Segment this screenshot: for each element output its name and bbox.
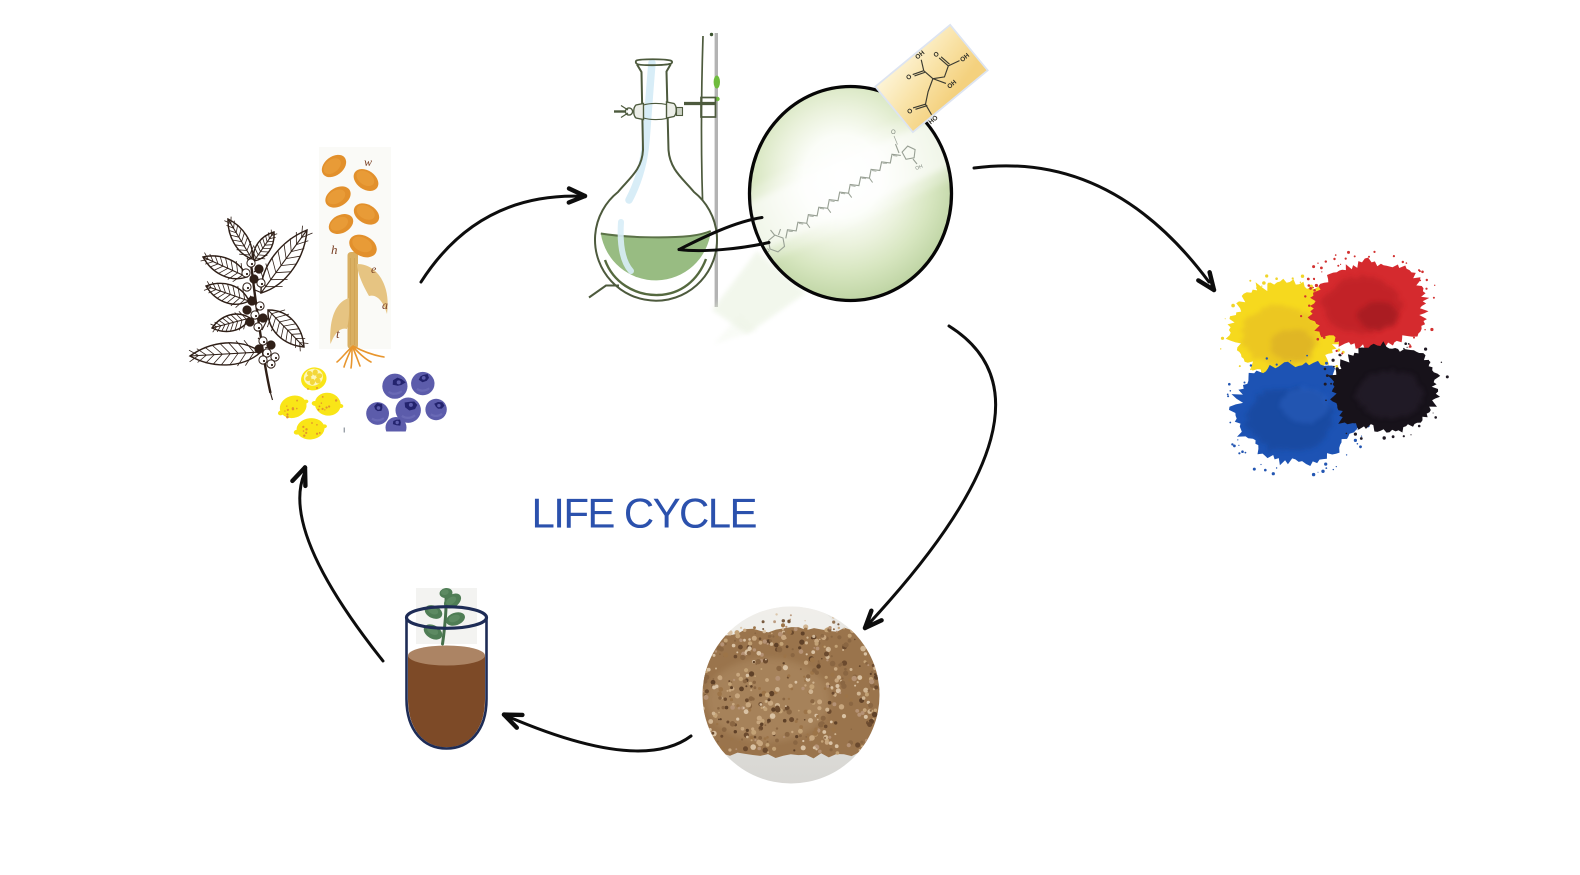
svg-text:O: O <box>891 130 896 136</box>
svg-text:HO: HO <box>928 114 940 126</box>
svg-text:OH: OH <box>915 164 924 172</box>
svg-text:O: O <box>906 107 914 116</box>
svg-text:OH: OH <box>959 52 971 64</box>
svg-text:OH: OH <box>946 79 958 91</box>
svg-text:t: t <box>336 326 340 341</box>
svg-text:LIFE CYCLE: LIFE CYCLE <box>532 490 757 537</box>
svg-text:a: a <box>382 298 388 312</box>
svg-text:h: h <box>331 242 338 257</box>
svg-text:O: O <box>932 51 940 60</box>
svg-text:e: e <box>371 262 377 276</box>
svg-text:OH: OH <box>914 49 926 61</box>
svg-text:w: w <box>364 155 372 169</box>
svg-text:O: O <box>905 73 913 82</box>
